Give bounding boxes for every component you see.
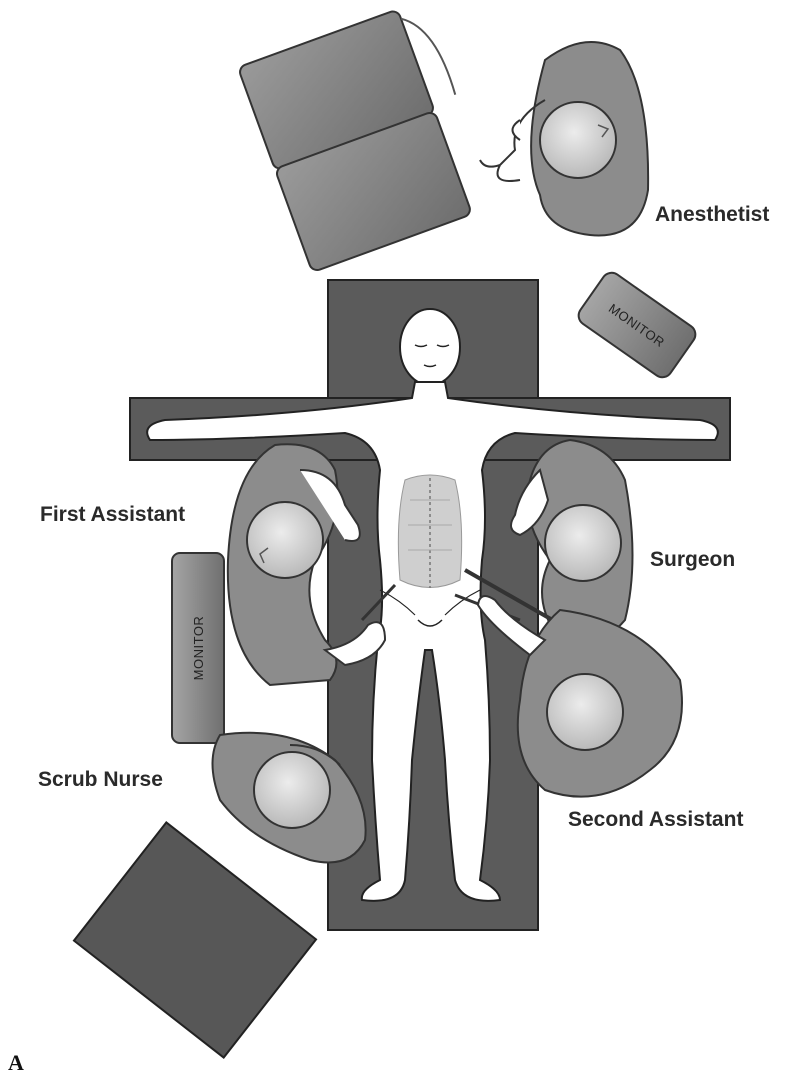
label-first-assistant: First Assistant bbox=[40, 503, 185, 527]
instrument-table bbox=[74, 822, 316, 1057]
laparoscopy-monitor-label: MONITOR bbox=[191, 616, 206, 681]
label-anesthetist: Anesthetist bbox=[655, 203, 769, 227]
anesthetist-figure bbox=[480, 42, 648, 235]
anesthesia-machine bbox=[238, 0, 496, 272]
label-second-assistant: Second Assistant bbox=[568, 808, 743, 832]
label-scrub-nurse: Scrub Nurse bbox=[38, 768, 163, 792]
laparoscopy-monitor: MONITOR bbox=[172, 553, 224, 743]
panel-letter: A bbox=[8, 1050, 24, 1076]
label-surgeon: Surgeon bbox=[650, 548, 735, 572]
anesthesia-monitor: MONITOR bbox=[575, 269, 700, 381]
